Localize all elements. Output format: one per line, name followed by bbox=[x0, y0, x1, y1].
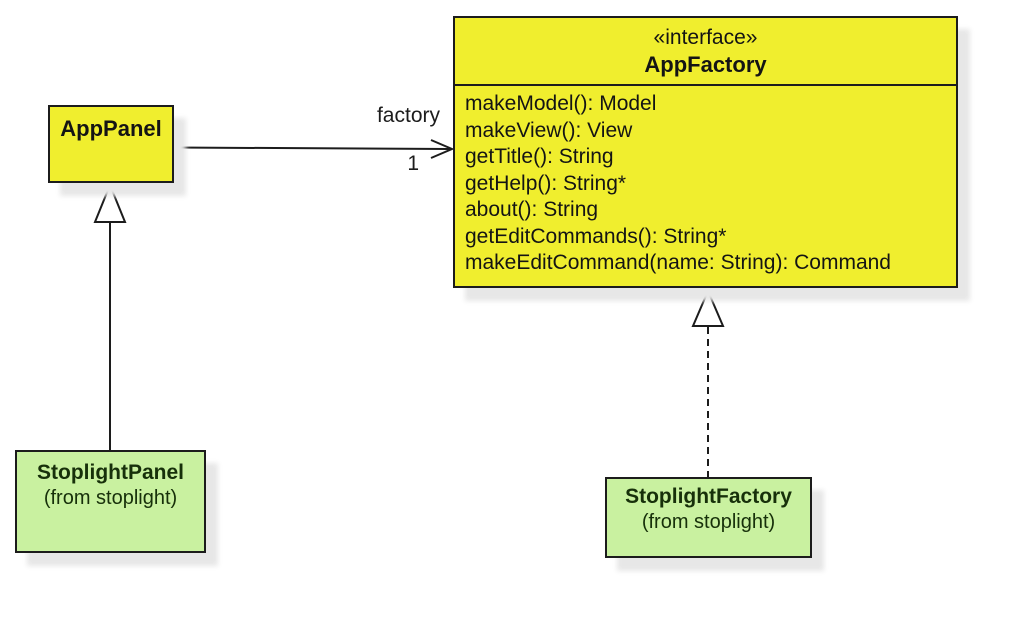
realization-arrow-stoplightfactory-appfactory bbox=[691, 288, 725, 477]
generalization-arrow-stoplightpanel-apppanel bbox=[93, 182, 127, 450]
method-item: getHelp(): String* bbox=[465, 171, 627, 195]
method-item: about(): String bbox=[465, 198, 599, 221]
interface-stereotype: «interface» bbox=[653, 26, 758, 49]
association-multiplicity-label: 1 bbox=[407, 152, 419, 175]
interface-header: «interface» AppFactory bbox=[455, 18, 956, 86]
interface-method-list: makeModel(): Model makeView(): View getT… bbox=[455, 86, 956, 277]
class-package-origin: (from stoplight) bbox=[641, 511, 776, 533]
class-title: StoplightFactory bbox=[625, 485, 792, 508]
method-item: makeView(): View bbox=[465, 118, 633, 142]
class-node-stoplightpanel: StoplightPanel (from stoplight) bbox=[15, 450, 206, 553]
interface-title: AppFactory bbox=[644, 52, 767, 77]
class-title: StoplightPanel bbox=[37, 461, 184, 484]
class-package-origin: (from stoplight) bbox=[43, 487, 178, 509]
method-item: makeModel(): Model bbox=[465, 92, 657, 115]
method-item: getTitle(): String bbox=[465, 145, 614, 168]
class-node-apppanel: AppPanel bbox=[48, 105, 174, 183]
class-node-stoplightfactory: StoplightFactory (from stoplight) bbox=[605, 477, 812, 558]
method-item: getEditCommands(): String* bbox=[465, 224, 727, 248]
interface-node-appfactory: «interface» AppFactory makeModel(): Mode… bbox=[453, 16, 958, 288]
class-title: AppPanel bbox=[60, 116, 162, 141]
association-role-label: factory bbox=[376, 104, 440, 127]
method-item: makeEditCommand(name: String): Command bbox=[465, 251, 891, 274]
